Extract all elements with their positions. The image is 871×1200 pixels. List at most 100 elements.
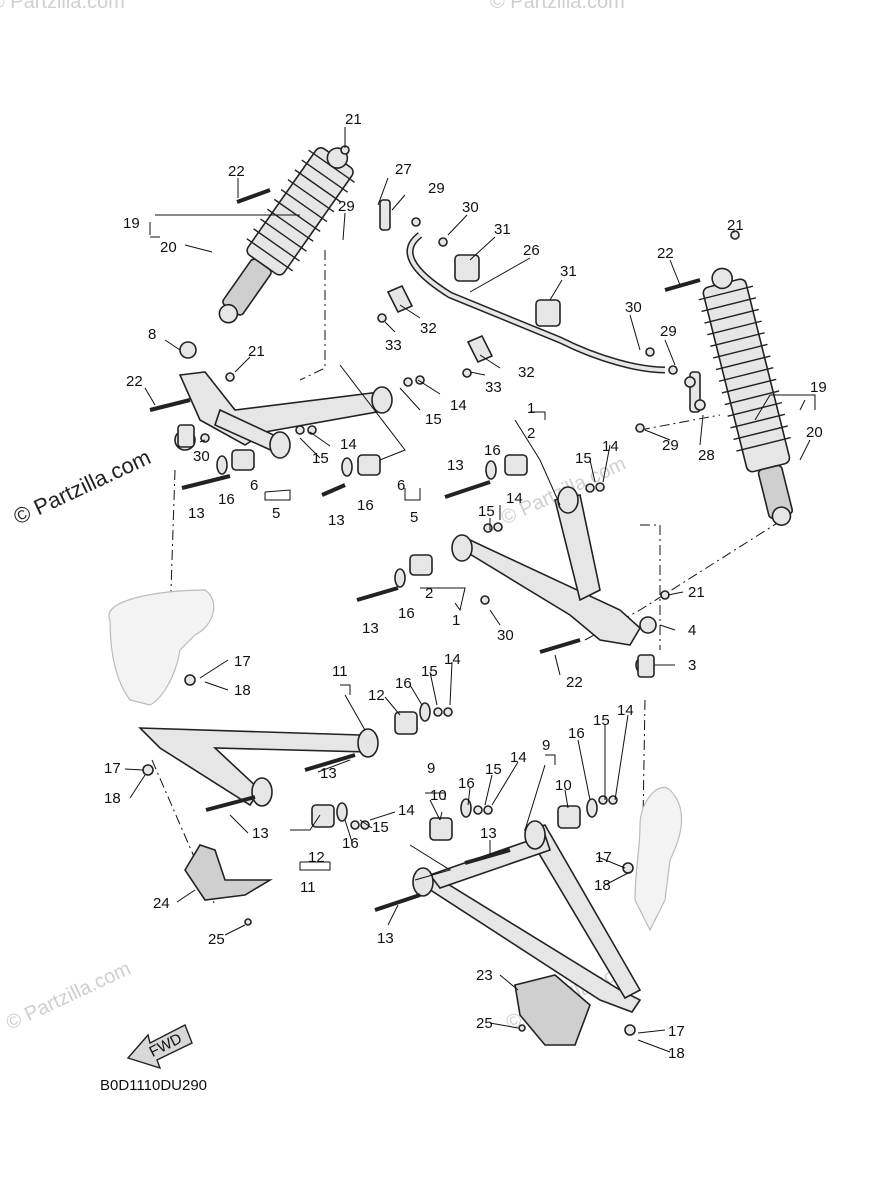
callout-numbers: 21 22 19 20 27 29 29 30 31 26 31 32 33 3… bbox=[104, 111, 827, 1062]
callout-22: 22 bbox=[566, 674, 583, 691]
callout-16: 16 bbox=[568, 725, 585, 742]
callout-17: 17 bbox=[668, 1023, 685, 1040]
callout-33: 33 bbox=[485, 379, 502, 396]
callout-29: 29 bbox=[428, 180, 445, 197]
washers bbox=[216, 455, 598, 822]
lower-left-a-arm bbox=[138, 711, 418, 828]
callout-13: 13 bbox=[188, 505, 205, 522]
upper-right-a-arm bbox=[409, 454, 655, 675]
callout-13: 13 bbox=[480, 825, 497, 842]
callout-29: 29 bbox=[660, 323, 677, 340]
callout-15: 15 bbox=[478, 503, 495, 520]
callout-23: 23 bbox=[476, 967, 493, 984]
callout-22: 22 bbox=[228, 163, 245, 180]
callout-13: 13 bbox=[328, 512, 345, 529]
callout-18: 18 bbox=[668, 1045, 685, 1062]
callout-10: 10 bbox=[430, 787, 447, 804]
callout-15: 15 bbox=[575, 450, 592, 467]
watermark-lower-left: © Partzilla.com bbox=[3, 958, 134, 1035]
callout-13: 13 bbox=[252, 825, 269, 842]
callout-1: 1 bbox=[452, 612, 460, 629]
callout-14: 14 bbox=[510, 749, 527, 766]
callout-20: 20 bbox=[160, 239, 177, 256]
watermark-top-left: © Partzilla.com bbox=[0, 0, 125, 13]
callout-17: 17 bbox=[104, 760, 121, 777]
callout-25: 25 bbox=[208, 931, 225, 948]
callout-31: 31 bbox=[494, 221, 511, 238]
callout-30: 30 bbox=[462, 199, 479, 216]
callout-20: 20 bbox=[806, 424, 823, 441]
callout-1: 1 bbox=[527, 400, 535, 417]
callout-19: 19 bbox=[123, 215, 140, 232]
callout-13: 13 bbox=[320, 765, 337, 782]
callout-18: 18 bbox=[234, 682, 251, 699]
callout-28: 28 bbox=[698, 447, 715, 464]
callout-21: 21 bbox=[345, 111, 362, 128]
callout-21: 21 bbox=[248, 343, 265, 360]
callout-15: 15 bbox=[372, 819, 389, 836]
callout-14: 14 bbox=[506, 490, 523, 507]
callout-14: 14 bbox=[340, 436, 357, 453]
callout-32: 32 bbox=[420, 320, 437, 337]
left-knuckle-ghost bbox=[108, 589, 215, 706]
callout-33: 33 bbox=[385, 337, 402, 354]
small-fasteners bbox=[142, 145, 740, 1036]
bolts bbox=[149, 188, 701, 912]
callout-31: 31 bbox=[560, 263, 577, 280]
callout-27: 27 bbox=[395, 161, 412, 178]
callout-12: 12 bbox=[368, 687, 385, 704]
callout-16: 16 bbox=[218, 491, 235, 508]
leader-lines bbox=[124, 127, 816, 1053]
callout-13: 13 bbox=[447, 457, 464, 474]
callout-16: 16 bbox=[342, 835, 359, 852]
callout-8: 8 bbox=[148, 326, 156, 343]
callout-9: 9 bbox=[542, 737, 550, 754]
right-knuckle-ghost bbox=[634, 786, 683, 932]
callout-4: 4 bbox=[688, 622, 696, 639]
callout-15: 15 bbox=[312, 450, 329, 467]
callout-22: 22 bbox=[126, 373, 143, 390]
callout-2: 2 bbox=[425, 585, 433, 602]
callout-29: 29 bbox=[662, 437, 679, 454]
left-arm-guard bbox=[184, 844, 273, 901]
callout-24: 24 bbox=[153, 895, 170, 912]
callout-5: 5 bbox=[410, 509, 418, 526]
left-shock-absorber bbox=[218, 147, 355, 324]
callout-18: 18 bbox=[594, 877, 611, 894]
callout-29: 29 bbox=[338, 198, 355, 215]
callout-14: 14 bbox=[617, 702, 634, 719]
callout-16: 16 bbox=[395, 675, 412, 692]
callout-15: 15 bbox=[421, 663, 438, 680]
callout-6: 6 bbox=[250, 477, 258, 494]
callout-30: 30 bbox=[625, 299, 642, 316]
callout-11: 11 bbox=[332, 663, 348, 680]
callout-15: 15 bbox=[485, 761, 502, 778]
callout-9: 9 bbox=[427, 760, 435, 777]
callout-16: 16 bbox=[357, 497, 374, 514]
callout-13: 13 bbox=[377, 930, 394, 947]
callout-3: 3 bbox=[688, 657, 696, 674]
callout-16: 16 bbox=[458, 775, 475, 792]
callout-12: 12 bbox=[308, 849, 325, 866]
callout-22: 22 bbox=[657, 245, 674, 262]
lower-right-a-arm bbox=[412, 805, 642, 1013]
callout-17: 17 bbox=[234, 653, 251, 670]
callout-2: 2 bbox=[527, 425, 535, 442]
callout-21: 21 bbox=[727, 217, 744, 234]
callout-26: 26 bbox=[523, 242, 540, 259]
diagram-code: B0D1110DU290 bbox=[100, 1077, 207, 1094]
callout-21: 21 bbox=[688, 584, 705, 601]
callout-30: 30 bbox=[497, 627, 514, 644]
callout-17: 17 bbox=[595, 849, 612, 866]
callout-18: 18 bbox=[104, 790, 121, 807]
forward-direction-arrow: FWD bbox=[126, 1024, 193, 1070]
callout-14: 14 bbox=[602, 438, 619, 455]
callout-6: 6 bbox=[397, 477, 405, 494]
callout-13: 13 bbox=[362, 620, 379, 637]
watermark-main: © Partzilla.com bbox=[10, 444, 155, 529]
stabilizer-bar bbox=[379, 199, 701, 413]
callout-14: 14 bbox=[444, 651, 461, 668]
callout-14: 14 bbox=[450, 397, 467, 414]
callout-32: 32 bbox=[518, 364, 535, 381]
